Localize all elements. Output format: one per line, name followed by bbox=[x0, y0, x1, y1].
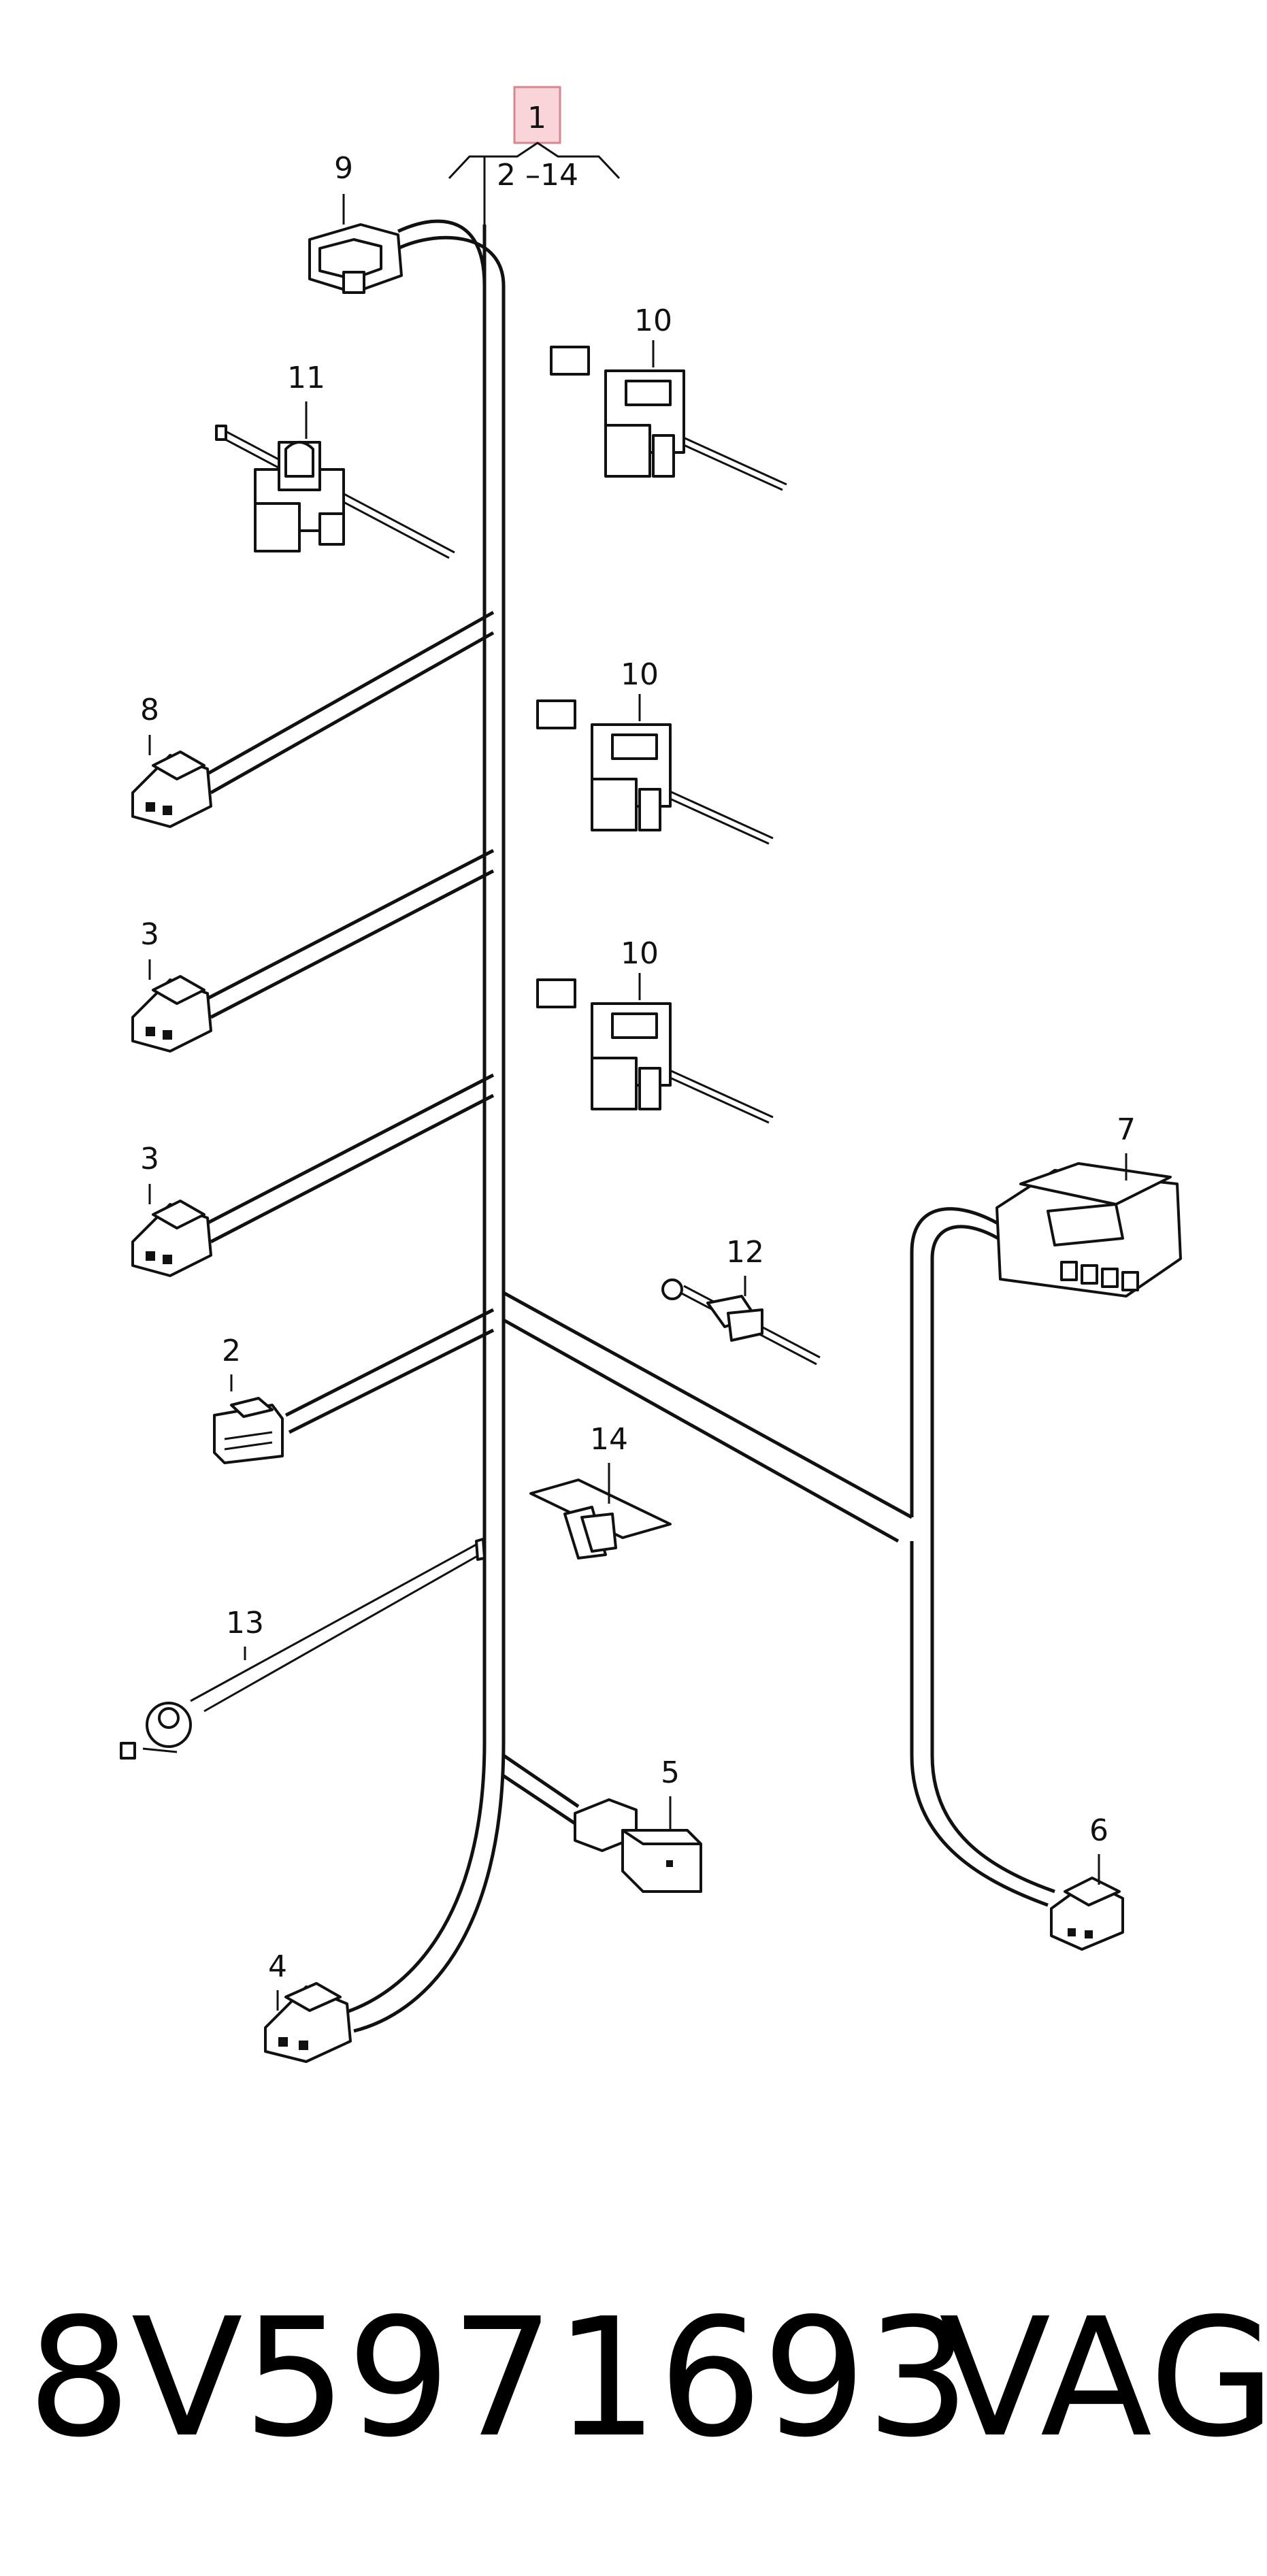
part-number: 8V5971693 bbox=[27, 2283, 970, 2473]
callout-10-c: 10 bbox=[621, 936, 659, 971]
connector-6: 6 bbox=[1050, 1813, 1124, 1951]
connector-9: 9 bbox=[308, 151, 403, 294]
clip-12: 12 bbox=[661, 1235, 821, 1366]
callout-4: 4 bbox=[268, 1949, 287, 1984]
callout-2: 2 bbox=[222, 1334, 241, 1368]
connector-2: 2 bbox=[213, 1334, 284, 1464]
connector-3-b: 3 bbox=[131, 1142, 212, 1277]
range-label: 2 –14 bbox=[497, 158, 578, 193]
callout-6: 6 bbox=[1089, 1813, 1108, 1848]
callout-3-a: 3 bbox=[140, 917, 159, 952]
clip-14: 14 bbox=[529, 1422, 672, 1559]
callout-5: 5 bbox=[661, 1755, 680, 1790]
brand-name: VAG bbox=[939, 2283, 1267, 2473]
callout-9: 9 bbox=[334, 151, 353, 186]
connector-7: 7 bbox=[996, 1112, 1182, 1298]
callout-8: 8 bbox=[140, 693, 159, 727]
callout-10-a: 10 bbox=[634, 303, 672, 338]
clip-10-c: 10 bbox=[536, 936, 774, 1124]
clip-10-b: 10 bbox=[536, 657, 774, 845]
callout-3-b: 3 bbox=[140, 1142, 159, 1176]
connector-5: 5 bbox=[574, 1755, 702, 1893]
connector-8: 8 bbox=[131, 693, 212, 828]
clip-10-a: 10 bbox=[550, 303, 787, 491]
range-bracket bbox=[448, 142, 621, 180]
branch-wires bbox=[203, 610, 1055, 1907]
callout-11: 11 bbox=[287, 361, 325, 395]
cable-tie-13: 13 bbox=[120, 1538, 486, 1760]
connector-4: 4 bbox=[264, 1949, 352, 2063]
callout-12: 12 bbox=[726, 1235, 764, 1270]
main-trunk bbox=[340, 219, 506, 2033]
callout-13: 13 bbox=[226, 1606, 264, 1640]
callout-14: 14 bbox=[590, 1422, 628, 1457]
callout-10-b: 10 bbox=[621, 657, 659, 692]
callout-7: 7 bbox=[1117, 1112, 1136, 1147]
clip-11: 11 bbox=[215, 361, 455, 559]
main-callout: 1 2 –14 bbox=[448, 86, 621, 225]
main-callout-number: 1 bbox=[527, 101, 546, 135]
connector-3-a: 3 bbox=[131, 917, 212, 1053]
